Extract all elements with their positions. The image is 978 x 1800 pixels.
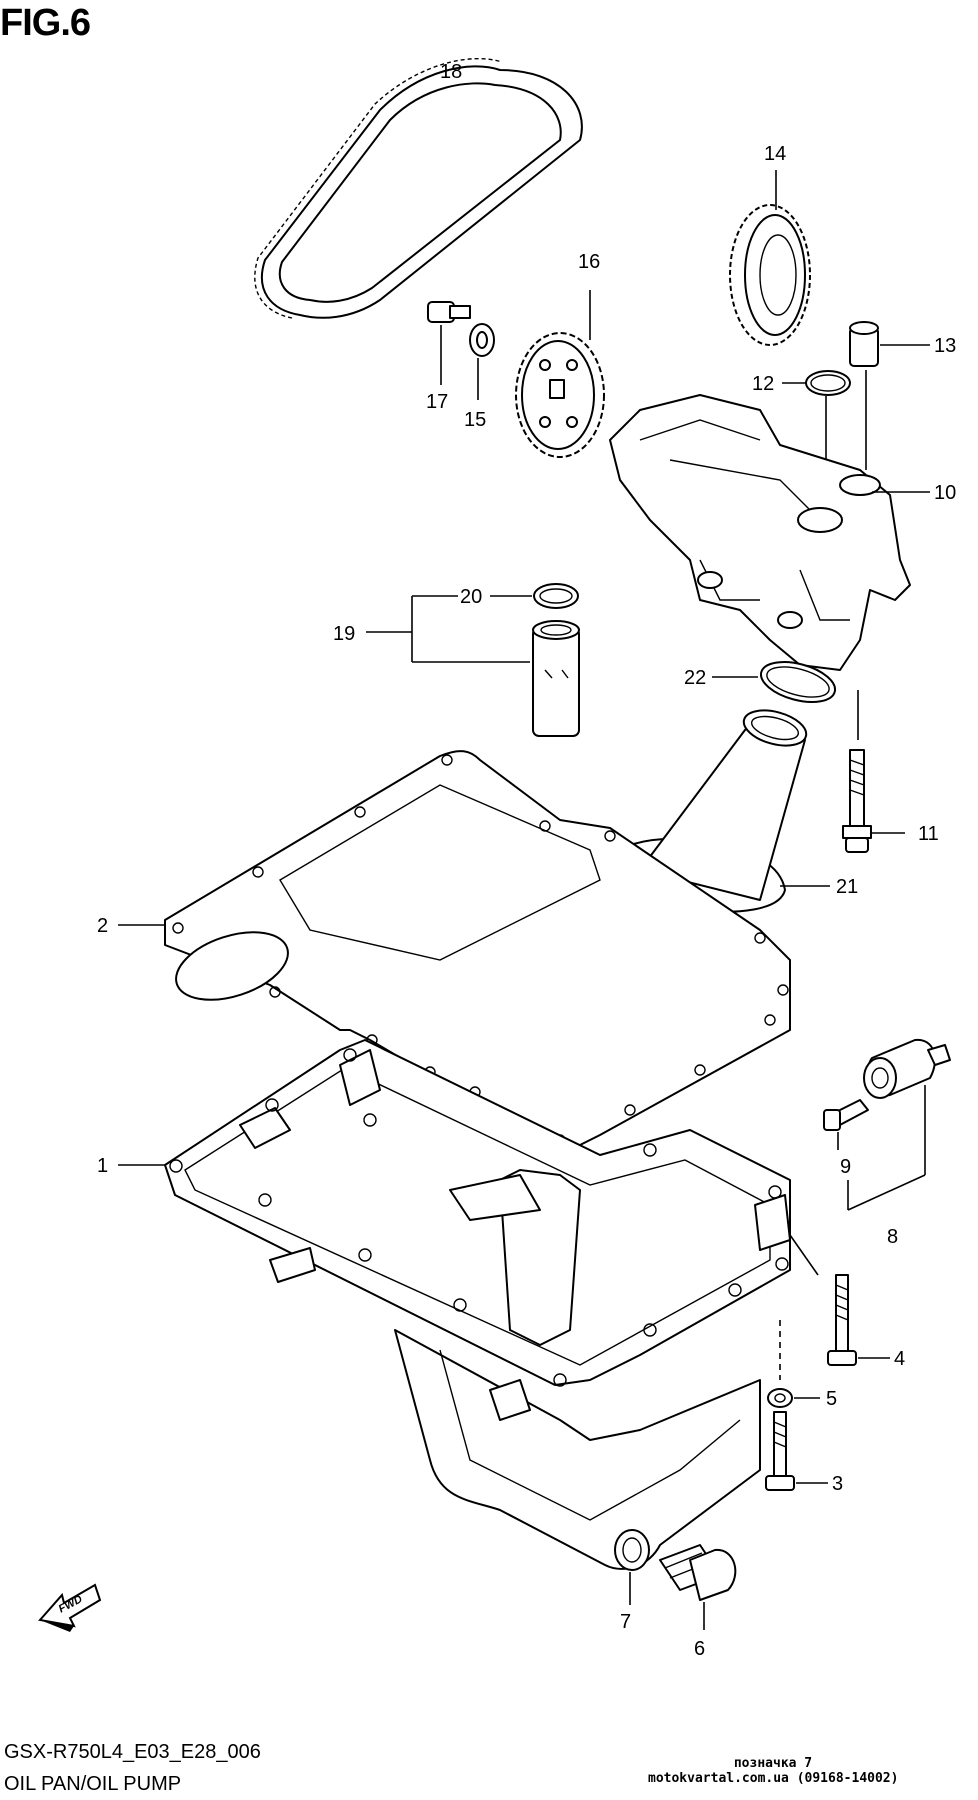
callout-13: 13 [934,335,956,357]
callout-3: 3 [832,1473,843,1495]
part-dowel-13 [849,321,930,470]
callout-12: 12 [752,373,774,395]
callout-11: 11 [918,823,939,845]
watermark-line-1: позначка 7 [733,1756,813,1771]
part-chain-18 [254,57,583,319]
part-bolt-4 [789,1234,890,1366]
part-gear-14 [729,170,811,346]
part-oring-22 [712,661,859,740]
callout-6: 6 [694,1638,705,1660]
callout-18: 18 [440,61,462,83]
callout-8: 8 [887,1226,898,1248]
part-bolt-17 [427,301,471,385]
part-strainer-19 [366,595,580,737]
figure-caption: OIL PAN/OIL PUMP [4,1773,182,1795]
callout-10: 10 [934,482,956,504]
callout-22: 22 [684,667,706,689]
part-gasket-2 [118,750,791,1151]
callout-19: 19 [333,623,355,645]
callout-17: 17 [426,391,448,413]
callout-7: 7 [620,1611,631,1633]
callout-labels: 1 2 3 4 5 6 7 8 9 10 11 12 13 14 15 16 1… [97,61,956,1660]
part-oil-pump-10 [609,394,930,671]
fwd-arrow-icon: FWD [38,1583,102,1632]
figure-title: FIG.6 [0,2,91,44]
callout-2: 2 [97,915,108,937]
callout-9: 9 [840,1156,851,1178]
part-washer-7 [614,1529,650,1605]
part-oil-pressure-switch-8 [847,1038,951,1211]
part-bolt-9 [823,1099,869,1150]
part-oring-20 [490,583,579,609]
callout-4: 4 [894,1348,905,1370]
callout-21: 21 [836,876,858,898]
callout-1: 1 [97,1155,108,1177]
callout-5: 5 [826,1388,837,1410]
part-oil-pan-1 [118,1039,791,1570]
callout-15: 15 [464,409,486,431]
callout-14: 14 [764,143,786,165]
watermark-line-2: motokvartal.com.ua (09168-14002) [648,1771,899,1786]
model-code: GSX-R750L4_E03_E28_006 [4,1741,261,1763]
callout-20: 20 [460,586,482,608]
part-oring-12 [782,370,851,510]
part-bolt-3 [765,1411,828,1491]
part-drain-plug-6 [659,1544,737,1630]
part-washer-5 [767,1320,820,1408]
callout-16: 16 [578,251,600,273]
part-sprocket-16 [515,290,605,458]
part-bolt-11 [842,749,905,853]
part-washer-15 [469,323,495,400]
